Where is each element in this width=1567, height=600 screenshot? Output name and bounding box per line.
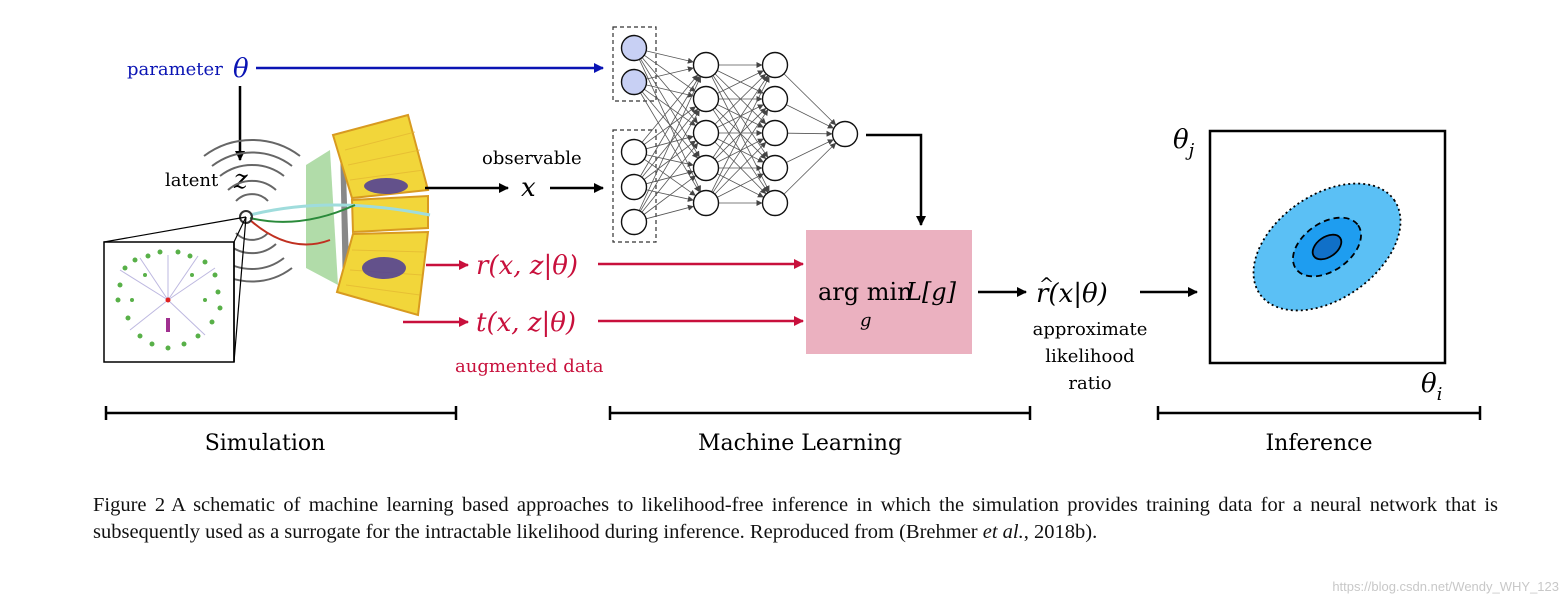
approx-line-2: likelihood [1045,346,1134,367]
ml-bracket [608,406,1032,420]
parameter-label: parameter [127,59,223,80]
network-edge [783,142,837,195]
theta-symbol: θ [233,54,249,84]
observable-label: observable [482,148,582,169]
simulation-bracket [104,406,458,420]
hidden-node [692,189,720,217]
network-edge [716,138,764,163]
network-edge [643,88,696,126]
theta-j-label: θj [1173,125,1195,161]
section-inference: Inference [1265,431,1372,456]
network-edge [641,74,699,143]
network-edge [640,75,700,177]
theta-input-node [620,34,648,62]
network-edge [783,73,837,126]
network-edge [712,75,769,158]
network-to-loss-arrow [866,133,926,226]
section-simulation: Simulation [205,431,326,456]
network-edge [716,173,764,198]
observable-input-group [612,129,657,243]
caption-et-al: et al. [982,521,1024,543]
network-edge [714,73,767,125]
caption-text: A schematic of machine learning based ap… [93,494,1498,543]
r-hat-label: r(x|θ) [1036,279,1108,309]
loss-box [806,230,972,354]
network-edge [716,173,764,198]
loss-text: L[g] [905,278,957,306]
network-edge [641,142,699,213]
network-edge [717,70,764,94]
confidence-region-inner [1311,233,1343,261]
network-edge [639,109,700,212]
network-edge [714,141,767,195]
network-edge [645,134,694,150]
network-edge [717,104,764,128]
approx-line-3: ratio [1068,373,1111,394]
caption-text-end: , 2018b). [1023,521,1098,543]
hidden-node [761,189,789,217]
event-inset [103,216,247,363]
diagram: parameter θ latent z [103,26,1482,456]
inference-plot [1208,129,1447,365]
network-edge [645,204,694,220]
hidden-node [761,85,789,113]
latent-label: latent [165,170,219,191]
network-edge [712,109,769,193]
network-edge [643,106,696,145]
hidden-node [692,119,720,147]
section-ml: Machine Learning [698,431,902,456]
neural-network [612,26,859,243]
theta-i-label: θi [1421,369,1442,405]
hidden-node [761,51,789,79]
network-edge [786,139,834,163]
network-edge [646,50,694,64]
x-input-node [620,138,648,166]
hidden-node [692,51,720,79]
approx-line-1: approximate [1033,319,1148,340]
network-edge [716,138,764,163]
x-input-node [620,208,648,236]
inference-bracket [1156,406,1482,420]
theta-input-node [620,68,648,96]
hidden-node [692,85,720,113]
network-edge [646,84,694,98]
network-edge [643,140,697,180]
figure-number: Figure 2 [93,494,166,516]
watermark: https://blog.csdn.net/Wendy_WHY_123 [1332,579,1559,594]
t-label: t(x, z|θ) [476,308,576,338]
x-symbol: x [521,173,536,203]
x-input-node [620,173,648,201]
argmin-subscript: g [860,310,872,331]
argmin-text: arg min [818,278,913,306]
network-edge [711,76,770,192]
network-edge [646,66,694,80]
network-edge [787,130,833,137]
network-edge [786,104,834,129]
hidden-node [692,154,720,182]
detector-illustration [203,113,431,317]
augmented-data-label: augmented data [455,356,604,377]
r-label: r(x, z|θ) [476,251,578,281]
output-node [831,120,859,148]
hidden-node [761,154,789,182]
network-edge [643,175,697,215]
z-symbol: z [233,165,248,195]
r-hat-accent: ^ [1039,274,1054,295]
hidden-node [761,119,789,147]
network-edge [638,76,702,211]
